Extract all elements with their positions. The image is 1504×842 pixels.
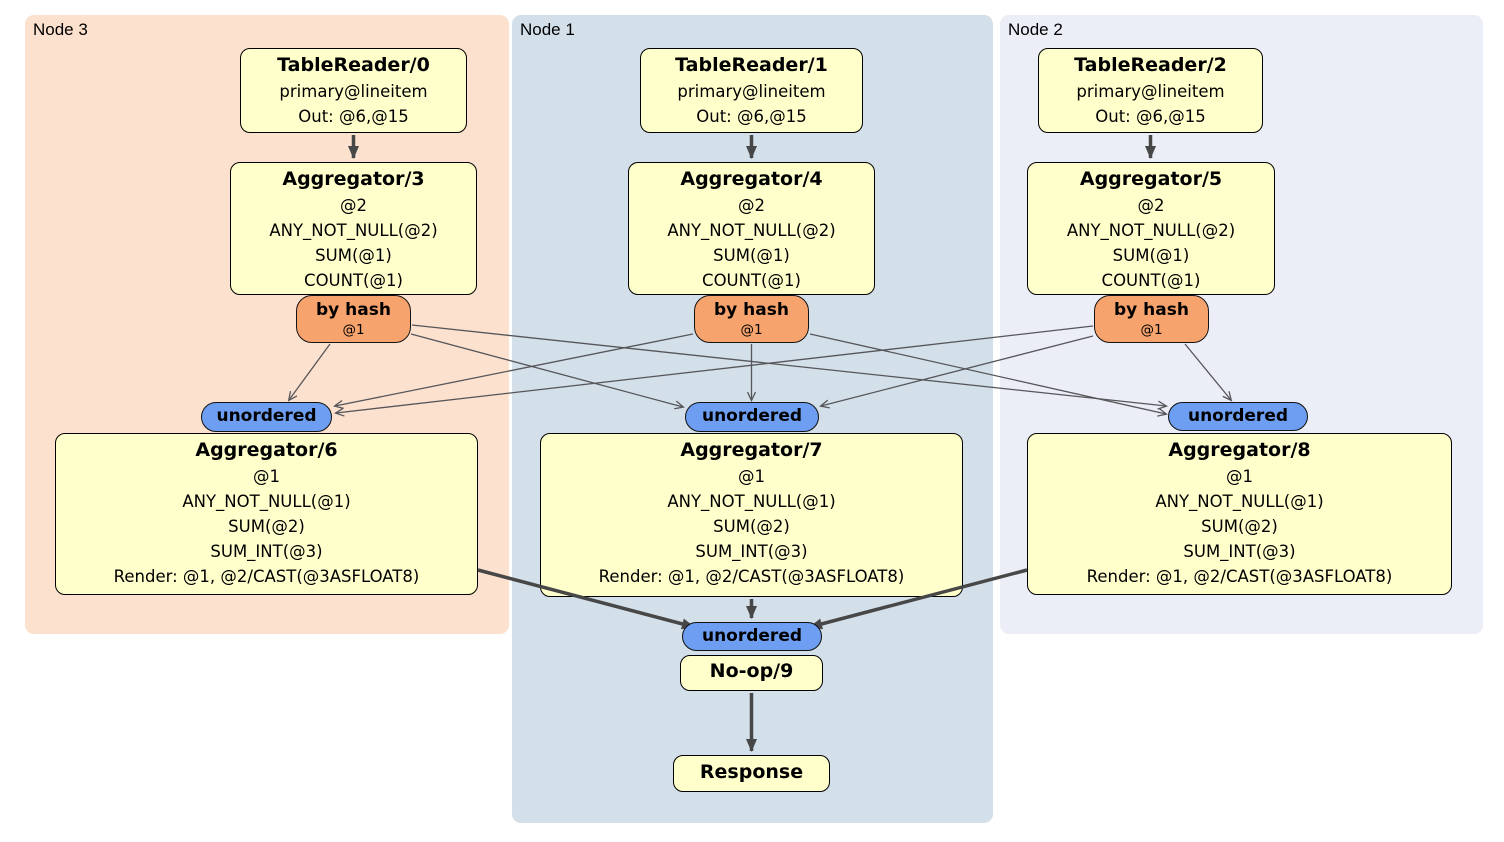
- node-2-label: Node 2: [1008, 20, 1063, 39]
- operator-detail: @1: [738, 467, 765, 486]
- operator-detail: ANY_NOT_NULL(@1): [182, 492, 351, 511]
- operator-detail: primary@lineitem: [1076, 82, 1225, 101]
- tablereader-2-box: TableReader/2 primary@lineitem Out: @6,@…: [1038, 48, 1263, 133]
- operator-detail: ANY_NOT_NULL(@2): [1066, 221, 1236, 240]
- operator-title: TableReader/1: [675, 54, 828, 76]
- operator-detail: SUM(@2): [713, 517, 790, 536]
- response-box: Response: [673, 755, 830, 792]
- operator-detail: SUM_INT(@3): [1183, 542, 1296, 561]
- operator-detail: @1: [253, 467, 280, 486]
- operator-title: Aggregator/3: [282, 168, 425, 190]
- operator-detail: COUNT(@1): [1101, 271, 1201, 290]
- router-label: by hash: [316, 300, 391, 320]
- operator-detail: Render: @1, @2/CAST(@3ASFLOAT8): [113, 567, 420, 586]
- node-1-label: Node 1: [520, 20, 575, 39]
- operator-title: Aggregator/7: [680, 439, 823, 461]
- operator-detail: ANY_NOT_NULL(@2): [269, 221, 438, 240]
- operator-title: Response: [699, 761, 804, 783]
- aggregator-5-box: Aggregator/5 @2 ANY_NOT_NULL(@2) SUM(@1)…: [1027, 162, 1275, 295]
- operator-detail: primary@lineitem: [677, 82, 826, 101]
- operator-title: No-op/9: [709, 660, 794, 682]
- operator-detail: Render: @1, @2/CAST(@3ASFLOAT8): [598, 567, 905, 586]
- router-columns: @1: [342, 322, 365, 338]
- unordered-sync-node2: unordered: [1168, 402, 1308, 431]
- operator-detail: @2: [1137, 196, 1165, 215]
- by-hash-router-node2: by hash @1: [1094, 295, 1209, 343]
- operator-title: Aggregator/6: [195, 439, 338, 461]
- node-3-label: Node 3: [33, 20, 88, 39]
- operator-detail: ANY_NOT_NULL(@1): [667, 492, 836, 511]
- operator-detail: SUM(@2): [1201, 517, 1278, 536]
- noop-9-box: No-op/9: [680, 655, 823, 691]
- operator-detail: @1: [1226, 467, 1253, 486]
- operator-title: TableReader/2: [1074, 54, 1227, 76]
- operator-detail: SUM_INT(@3): [210, 542, 323, 561]
- by-hash-router-node3: by hash @1: [296, 295, 411, 343]
- operator-title: Aggregator/5: [1079, 168, 1223, 190]
- operator-detail: Out: @6,@15: [298, 107, 409, 126]
- operator-detail: ANY_NOT_NULL(@1): [1155, 492, 1324, 511]
- router-label: by hash: [714, 300, 789, 320]
- router-columns: @1: [740, 322, 763, 338]
- operator-detail: Out: @6,@15: [696, 107, 807, 126]
- operator-title: TableReader/0: [277, 54, 430, 76]
- operator-title: Aggregator/4: [680, 168, 823, 190]
- aggregator-3-box: Aggregator/3 @2 ANY_NOT_NULL(@2) SUM(@1)…: [230, 162, 477, 295]
- aggregator-6-box: Aggregator/6 @1 ANY_NOT_NULL(@1) SUM(@2)…: [55, 433, 478, 595]
- aggregator-7-box: Aggregator/7 @1 ANY_NOT_NULL(@1) SUM(@2)…: [540, 433, 963, 597]
- operator-detail: SUM_INT(@3): [695, 542, 808, 561]
- operator-detail: COUNT(@1): [702, 271, 801, 290]
- unordered-sync-final: unordered: [682, 622, 822, 651]
- aggregator-4-box: Aggregator/4 @2 ANY_NOT_NULL(@2) SUM(@1)…: [628, 162, 875, 295]
- unordered-sync-node1: unordered: [685, 402, 819, 432]
- operator-detail: Out: @6,@15: [1095, 107, 1206, 126]
- operator-detail: Render: @1, @2/CAST(@3ASFLOAT8): [1086, 567, 1393, 586]
- tablereader-1-box: TableReader/1 primary@lineitem Out: @6,@…: [640, 48, 863, 133]
- operator-detail: SUM(@2): [228, 517, 305, 536]
- by-hash-router-node1: by hash @1: [694, 295, 809, 343]
- tablereader-0-box: TableReader/0 primary@lineitem Out: @6,@…: [240, 48, 467, 133]
- unordered-sync-node3: unordered: [201, 402, 332, 432]
- operator-detail: SUM(@1): [713, 246, 790, 265]
- operator-detail: @2: [738, 196, 765, 215]
- operator-detail: COUNT(@1): [304, 271, 403, 290]
- router-columns: @1: [1140, 322, 1163, 338]
- operator-title: Aggregator/8: [1168, 439, 1311, 461]
- operator-detail: ANY_NOT_NULL(@2): [667, 221, 836, 240]
- aggregator-8-box: Aggregator/8 @1 ANY_NOT_NULL(@1) SUM(@2)…: [1027, 433, 1452, 595]
- operator-detail: SUM(@1): [1112, 246, 1190, 265]
- operator-detail: SUM(@1): [315, 246, 392, 265]
- operator-detail: @2: [340, 196, 367, 215]
- router-label: by hash: [1114, 300, 1189, 320]
- operator-detail: primary@lineitem: [279, 82, 428, 101]
